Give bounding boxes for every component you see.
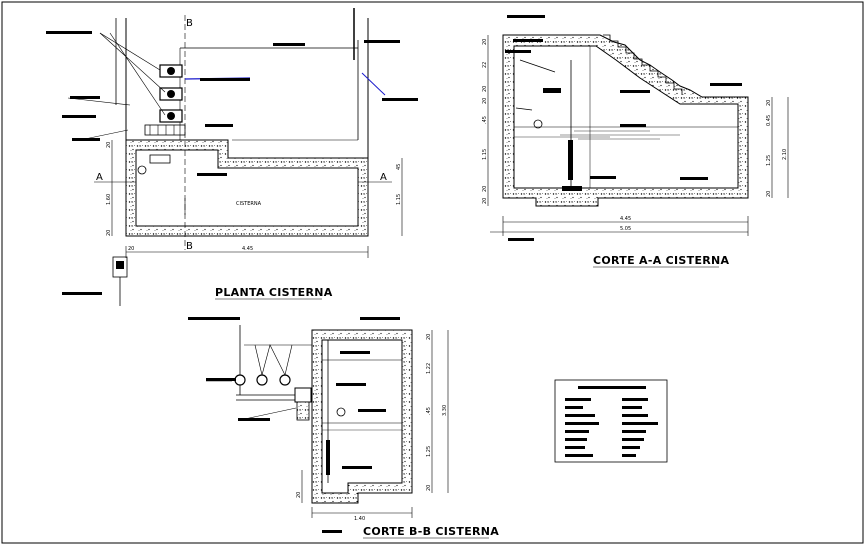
section-aa-title: CORTE A-A CISTERNA xyxy=(593,254,730,267)
plan-dim-left-corner: 20 xyxy=(106,142,112,148)
bb-dim-right-c: 1.25 xyxy=(426,446,432,457)
aa-dim-left-c: 20 xyxy=(482,86,488,92)
aa-dim-right-top: 20 xyxy=(766,100,772,106)
aa-dim-right-main: 1.25 xyxy=(766,155,772,166)
aa-dim-bottom-total: 5.05 xyxy=(620,226,631,232)
bb-dim-right-d: 20 xyxy=(426,334,432,340)
cut-marker-a-right: A xyxy=(380,172,387,183)
aa-dim-right-mid: 0.45 xyxy=(766,115,772,126)
plan-dim-bottom-left: 20 xyxy=(128,246,134,252)
aa-dim-right-total: 2.10 xyxy=(782,149,788,160)
notes-box xyxy=(554,379,668,463)
plan-tank-label: CISTERNA xyxy=(236,201,262,207)
plan-dim-top-left: 20 xyxy=(106,230,112,236)
bb-dim-right-b: .45 xyxy=(426,407,432,415)
bb-dim-left-a: 20 xyxy=(296,492,302,498)
cut-marker-b-bottom: B xyxy=(186,241,193,252)
plan-tank-walls xyxy=(125,139,369,237)
aa-dim-right-bottom: 20 xyxy=(766,191,772,197)
aa-dim-left-a: 20 xyxy=(482,39,488,45)
bb-dim-bottom-inner: 1.40 xyxy=(354,516,365,522)
aa-dim-bottom-inner: 4.45 xyxy=(620,216,631,222)
section-bb-title: CORTE B-B CISTERNA xyxy=(363,525,499,538)
bb-dim-right-e: 20 xyxy=(426,485,432,491)
plan-dim-left-height: 1.60 xyxy=(106,194,112,205)
aa-dim-left-h: 20 xyxy=(482,198,488,204)
section-aa-view: 4.45 5.05 2.10 20 0.45 1.25 20 20 22 20 … xyxy=(482,15,789,268)
section-bb-view: 1.40 3.30 1.22 .45 1.25 20 20 20 CORTE B… xyxy=(188,317,499,539)
plan-dim-right-upper: 45 xyxy=(396,164,402,170)
cut-marker-b-top: B xyxy=(186,18,193,29)
aa-dim-left-b: 22 xyxy=(482,62,488,68)
plan-dim-bottom-total: 4.45 xyxy=(242,246,253,252)
section-aa-walls xyxy=(502,34,749,207)
cut-marker-a-left: A xyxy=(96,172,103,183)
plan-dim-right-lower: 1.15 xyxy=(396,194,402,205)
aa-dim-left-f: 1.15 xyxy=(482,149,488,160)
section-bb-walls xyxy=(311,329,413,504)
aa-dim-left-e: .45 xyxy=(482,116,488,124)
bb-dim-right-a: 1.22 xyxy=(426,363,432,374)
plan-title: PLANTA CISTERNA xyxy=(215,286,333,299)
bb-dim-right-total: 3.30 xyxy=(442,405,448,416)
aa-dim-left-g: 20 xyxy=(482,186,488,192)
aa-dim-left-d: 20 xyxy=(482,98,488,104)
plan-view: A A B B CISTERNA 4.45 20 1.60 20 20 45 1… xyxy=(46,8,418,306)
